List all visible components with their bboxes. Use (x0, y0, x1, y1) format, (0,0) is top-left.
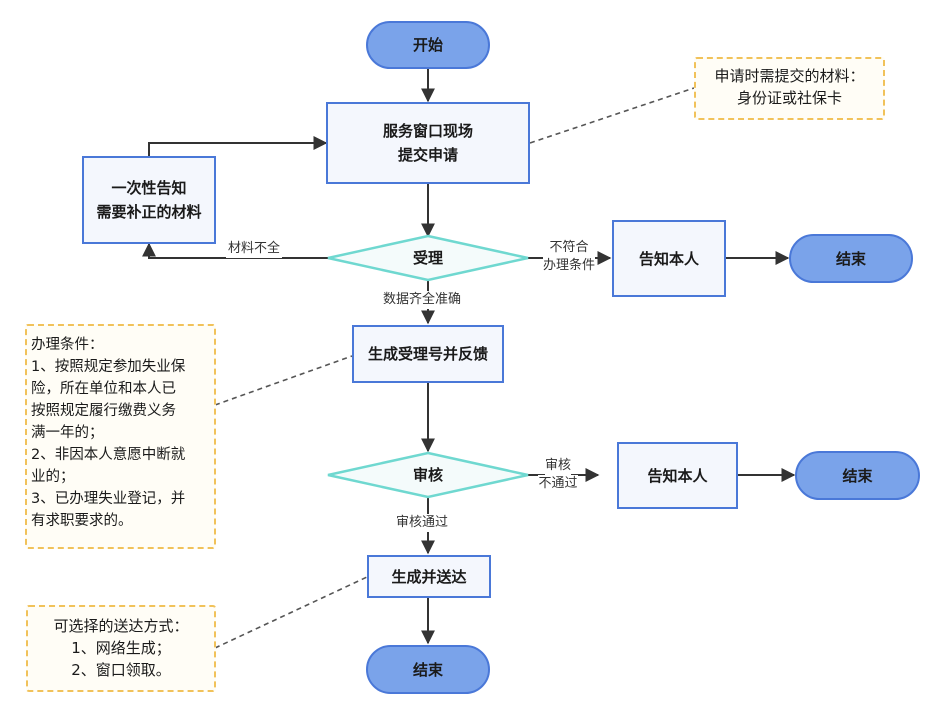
note-delivery-line-2: 1、网络生成； (71, 639, 171, 657)
one-time-notice-node: 一次性告知 需要补正的材料 (82, 156, 216, 244)
edge-label-not-meet-line-1: 不符合 (549, 239, 589, 257)
edge-label-not-meet: 不符合 办理条件 (537, 239, 601, 275)
end-node-1: 结束 (789, 234, 913, 283)
note-conditions-line-6: 2、非因本人意愿中断就 (31, 447, 186, 463)
dashed-link-conditions (214, 355, 353, 406)
one-time-notice-line-2: 需要补正的材料 (96, 203, 202, 221)
note-materials: 申请时需提交的材料： 身份证或社保卡 (694, 57, 885, 120)
note-conditions-line-4: 按照规定履行缴费义务 (31, 403, 176, 419)
notify-label-2: 告知本人 (647, 466, 708, 485)
note-conditions-line-2: 1、按照规定参加失业保 (31, 359, 186, 375)
review-text: 审核 (412, 466, 443, 484)
notify-node-1: 告知本人 (612, 220, 726, 297)
one-time-notice-line-1: 一次性告知 (111, 179, 187, 197)
note-materials-line-1: 申请时需提交的材料： (714, 67, 865, 85)
note-conditions: 办理条件： 1、按照规定参加失业保 险，所在单位和本人已 按照规定履行缴费义务 … (25, 324, 216, 549)
edge-label-review-fail-line-1: 审核 (544, 457, 571, 475)
generate-number-node: 生成受理号并反馈 (352, 325, 504, 383)
note-conditions-line-3: 险，所在单位和本人已 (31, 381, 176, 397)
dashed-link-delivery (214, 576, 368, 649)
note-conditions-line-9: 有求职要求的。 (31, 513, 133, 529)
service-window-node: 服务窗口现场 提交申请 (326, 102, 530, 184)
end-node-3: 结束 (366, 645, 490, 694)
end-label-1: 结束 (835, 249, 866, 268)
start-node: 开始 (366, 21, 490, 69)
note-conditions-line-5: 满一年的； (31, 425, 104, 441)
dashed-link-materials (529, 87, 695, 144)
note-conditions-line-8: 3、已办理失业登记，并 (31, 491, 186, 507)
decision-accept-label: 受理 (378, 246, 478, 270)
edge-label-materials-incomplete: 材料不全 (226, 240, 283, 258)
generate-send-node: 生成并送达 (367, 555, 491, 598)
decision-review-label: 审核 (378, 463, 478, 487)
end-label-3: 结束 (412, 660, 443, 679)
edge-label-review-pass: 审核通过 (394, 514, 451, 532)
start-label: 开始 (412, 36, 443, 54)
decision-review-shape (327, 451, 529, 499)
arrow-accept-to-notice (142, 242, 328, 259)
notify-label-1: 告知本人 (638, 249, 699, 268)
edge-label-data-complete: 数据齐全准确 (381, 291, 464, 309)
note-delivery-line-3: 2、窗口领取。 (71, 661, 171, 679)
note-materials-line-2: 身份证或社保卡 (736, 89, 842, 107)
service-window-line-2: 提交申请 (397, 146, 458, 164)
generate-number-label: 生成受理号并反馈 (367, 345, 488, 363)
note-delivery: 可选择的送达方式： 1、网络生成； 2、窗口领取。 (26, 605, 216, 692)
note-conditions-line-1: 办理条件： (31, 337, 104, 353)
service-window-line-1: 服务窗口现场 (382, 122, 473, 140)
note-delivery-line-1: 可选择的送达方式： (53, 617, 189, 635)
decision-accept-shape (327, 234, 529, 282)
edge-label-review-fail: 审核 不通过 (530, 457, 586, 493)
notify-node-2: 告知本人 (617, 442, 738, 509)
edge-label-review-fail-line-2: 不通过 (538, 475, 578, 493)
note-conditions-line-7: 业的； (31, 469, 75, 485)
end-label-2: 结束 (842, 466, 873, 485)
edge-label-not-meet-line-2: 办理条件 (542, 257, 595, 275)
end-node-2: 结束 (795, 451, 920, 500)
arrow-notice-to-window (148, 136, 328, 156)
accept-text: 受理 (412, 249, 443, 267)
generate-send-label: 生成并送达 (391, 567, 467, 586)
